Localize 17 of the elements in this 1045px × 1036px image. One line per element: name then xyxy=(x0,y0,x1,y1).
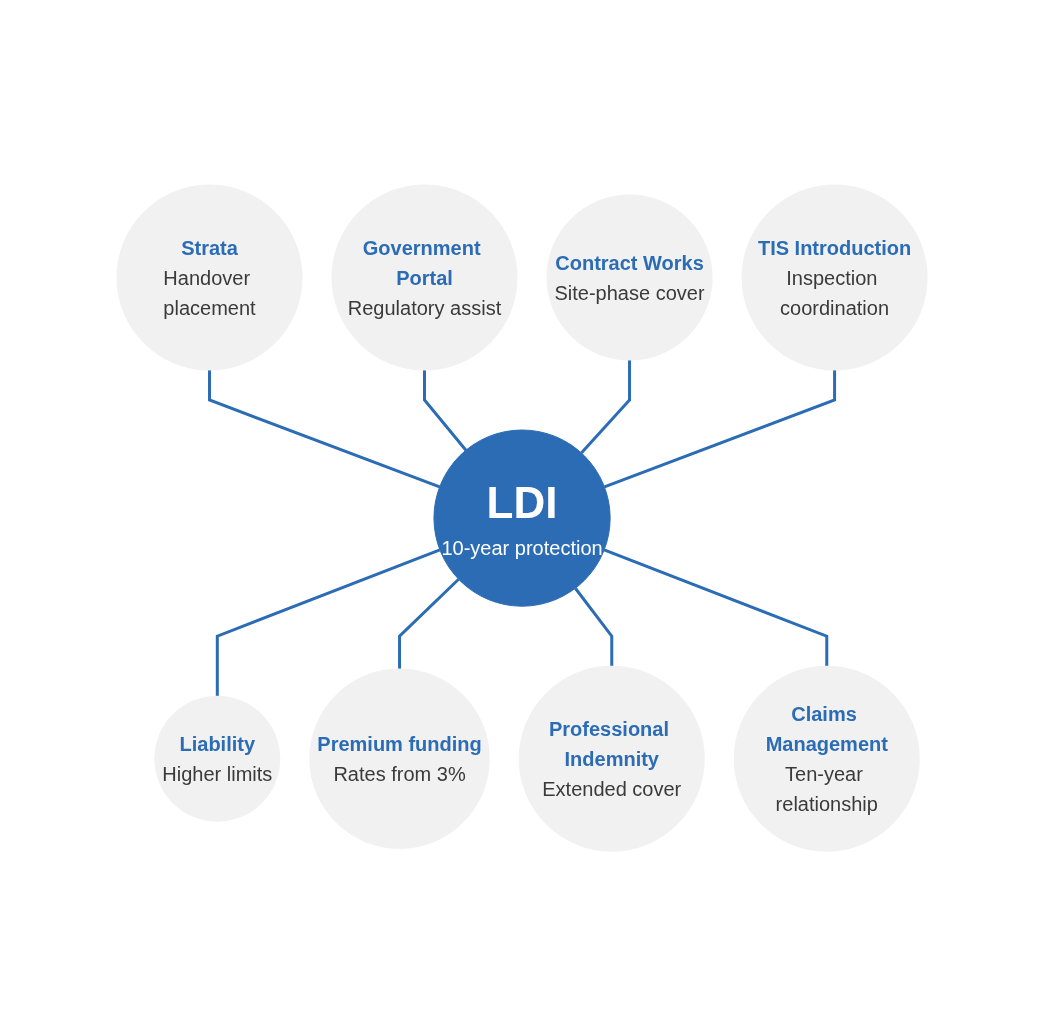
node-circle: LDI 10-year protection xyxy=(433,429,612,607)
connector xyxy=(574,587,614,667)
connector xyxy=(208,369,441,489)
connector xyxy=(604,369,837,489)
node-circle: Liability Higher limits xyxy=(154,695,281,822)
node-circle: Professional Indemnity Extended cover xyxy=(519,665,706,852)
connector xyxy=(580,359,632,454)
connector xyxy=(216,548,441,697)
node-circle: TIS Introduction Inspection coordination xyxy=(742,184,929,371)
node-circle: Premium funding Rates from 3% xyxy=(309,668,491,849)
node-circle: Claims Management Ten-year relationship xyxy=(734,665,921,852)
connector xyxy=(604,548,829,667)
connector xyxy=(398,578,461,669)
connector xyxy=(423,369,468,451)
node-circle: Government Portal Regulatory assist xyxy=(331,184,518,371)
node-circle: Contract Works Site-phase cover xyxy=(546,194,714,361)
node-circle: Strata Handover placement xyxy=(116,184,303,371)
